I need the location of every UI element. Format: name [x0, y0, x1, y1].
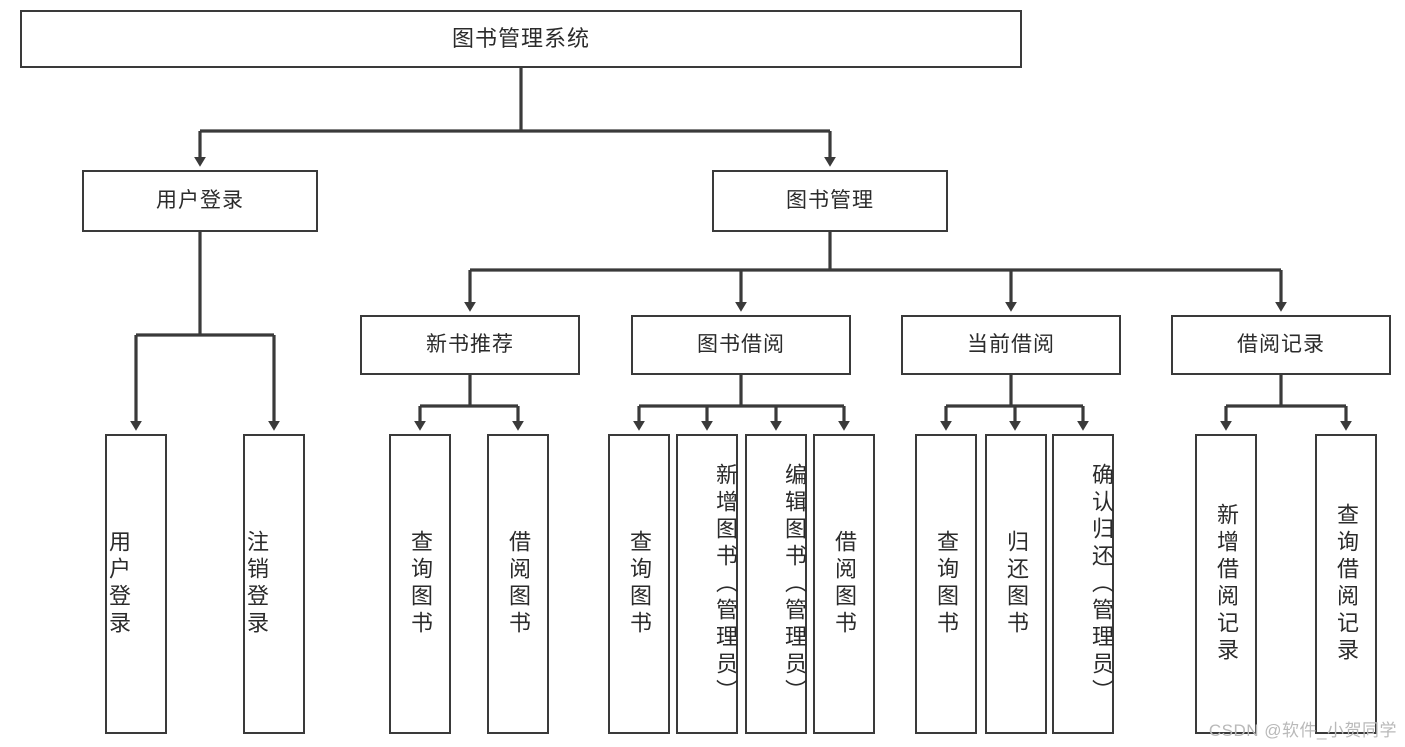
- watermark: CSDN @软件_小贺同学: [1208, 721, 1397, 740]
- node-root-label: 图书管理系统: [451, 25, 590, 51]
- node-user-login-label: 用户登录: [156, 189, 244, 213]
- leaf-borrow-book-recommend[interactable]: 借阅图书: [487, 434, 549, 734]
- leaf-logout[interactable]: 注销登录: [243, 434, 305, 734]
- leaf-confirm-return-admin[interactable]: 确认归还（管理员）: [1052, 434, 1114, 734]
- node-borrow-record-label: 借阅记录: [1237, 333, 1325, 357]
- leaf-add-book-admin[interactable]: 新增图书（管理员）: [676, 434, 738, 734]
- leaf-user-login[interactable]: 用户登录: [105, 434, 167, 734]
- leaf-query-borrow-record[interactable]: 查询借阅记录: [1315, 434, 1377, 734]
- leaf-query-book-recommend[interactable]: 查询图书: [389, 434, 451, 734]
- node-current-borrow[interactable]: 当前借阅: [901, 315, 1121, 375]
- node-book-management-label: 图书管理: [786, 189, 874, 213]
- leaf-query-book-current[interactable]: 查询图书: [915, 434, 977, 734]
- leaf-label: 确认归还（管理员）: [1089, 462, 1114, 706]
- node-root[interactable]: 图书管理系统: [20, 10, 1022, 68]
- node-book-borrow-label: 图书借阅: [697, 333, 785, 357]
- node-new-book-recommend[interactable]: 新书推荐: [360, 315, 580, 375]
- node-user-login[interactable]: 用户登录: [82, 170, 318, 232]
- node-book-management[interactable]: 图书管理: [712, 170, 948, 232]
- leaf-label: 用户登录: [106, 530, 131, 638]
- leaf-label: 归还图书: [1004, 530, 1029, 638]
- leaf-label: 查询图书: [627, 530, 652, 638]
- leaf-add-borrow-record[interactable]: 新增借阅记录: [1195, 434, 1257, 734]
- leaf-label: 借阅图书: [832, 530, 857, 638]
- leaf-return-book[interactable]: 归还图书: [985, 434, 1047, 734]
- leaf-label: 新增借阅记录: [1214, 503, 1239, 665]
- node-book-borrow[interactable]: 图书借阅: [631, 315, 851, 375]
- node-borrow-record[interactable]: 借阅记录: [1171, 315, 1391, 375]
- leaf-edit-book-admin[interactable]: 编辑图书（管理员）: [745, 434, 807, 734]
- leaf-query-book-borrow[interactable]: 查询图书: [608, 434, 670, 734]
- leaf-label: 新增图书（管理员）: [713, 462, 738, 706]
- leaf-label: 查询借阅记录: [1334, 503, 1359, 665]
- leaf-borrow-book[interactable]: 借阅图书: [813, 434, 875, 734]
- leaf-label: 查询图书: [408, 530, 433, 638]
- leaf-label: 借阅图书: [506, 530, 531, 638]
- leaf-label: 查询图书: [934, 530, 959, 638]
- leaf-label: 编辑图书（管理员）: [782, 462, 807, 706]
- leaf-label: 注销登录: [244, 530, 269, 638]
- node-current-borrow-label: 当前借阅: [967, 333, 1055, 357]
- node-new-book-recommend-label: 新书推荐: [426, 333, 514, 357]
